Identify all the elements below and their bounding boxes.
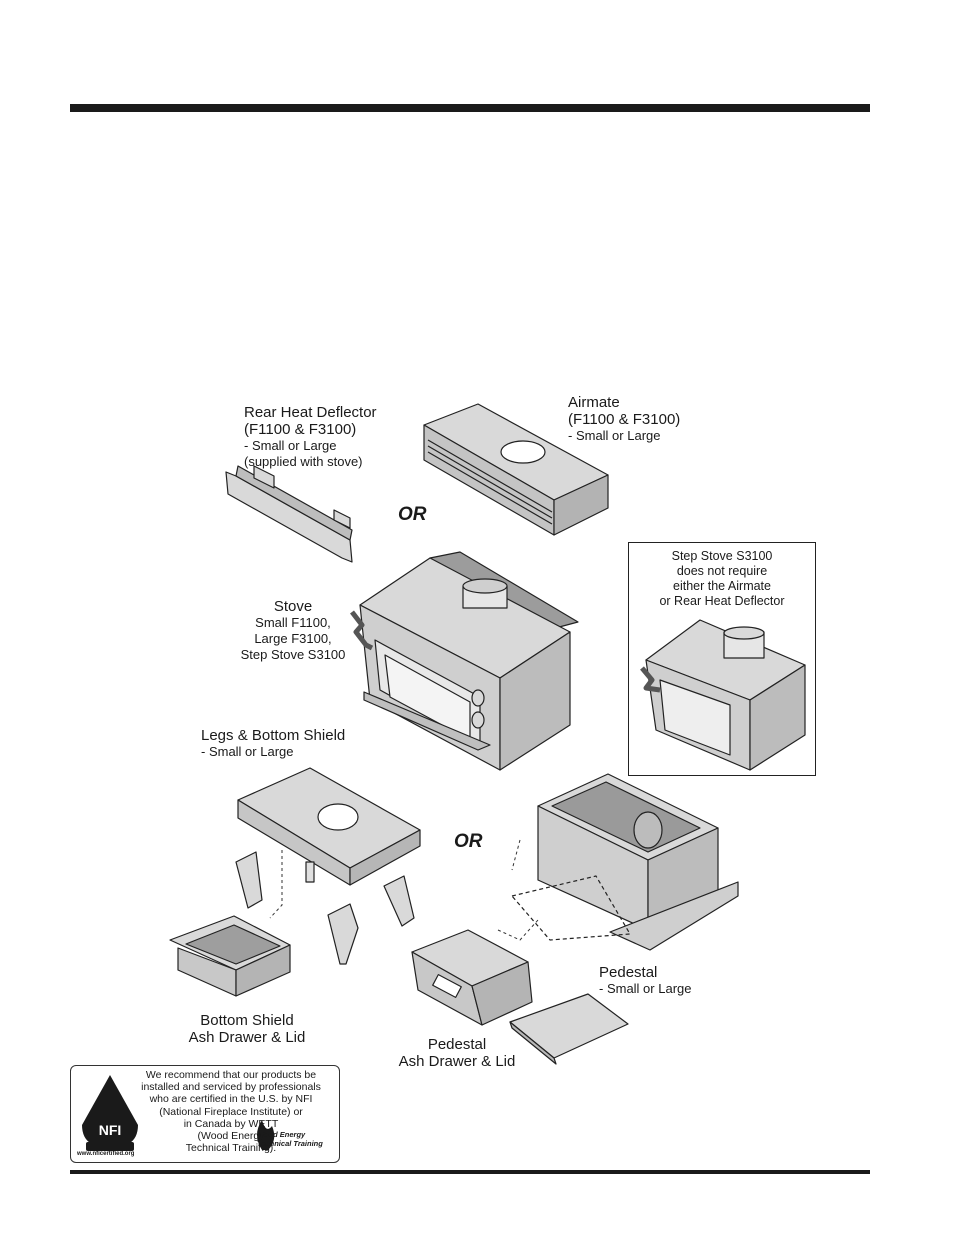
- pedestal-lid-part: [509, 993, 629, 1065]
- step-stove-note-line4: or Rear Heat Deflector: [659, 594, 785, 608]
- stove-model-step: Step Stove S3100: [240, 647, 346, 662]
- rear-heat-deflector-part: [225, 465, 353, 563]
- bottom-rule: [70, 1170, 870, 1174]
- svg-text:NFI: NFI: [99, 1122, 122, 1138]
- nfi-notice-text: We recommend that our products be instal…: [125, 1069, 337, 1154]
- nfi-seal-logo: NFI: [82, 1075, 138, 1151]
- bottom-shield-drawer-line2: Ash Drawer & Lid: [188, 1029, 306, 1046]
- airmate-part: [423, 403, 609, 536]
- nfi-notice-line5: in Canada by WETT: [183, 1117, 279, 1130]
- pedestal-drawer-part: [411, 929, 533, 1026]
- pedestal-drawer-line2: Ash Drawer & Lid: [398, 1053, 516, 1070]
- rear-heat-deflector-models: (F1100 & F3100): [244, 421, 357, 438]
- or-label-bottom: OR: [454, 831, 483, 852]
- nfi-notice-box: We recommend that our products be instal…: [70, 1065, 340, 1163]
- bottom-shield-drawer-line1: Bottom Shield: [200, 1012, 294, 1029]
- bottom-shield-part: [235, 767, 421, 965]
- pedestal-drawer-line1: Pedestal: [427, 1036, 487, 1053]
- rear-heat-deflector-title: Rear Heat Deflector: [244, 404, 377, 421]
- nfi-notice-line6: (Wood Energy: [197, 1130, 265, 1143]
- bottom-shield-drawer-part: [169, 915, 291, 997]
- stove-label: Stove Small F1100, Large F3100, Step Sto…: [236, 598, 350, 663]
- airmate-models: (F1100 & F3100): [568, 411, 681, 428]
- or-label-top: OR: [398, 504, 427, 525]
- pedestal-part: [511, 773, 739, 951]
- stove-part: [350, 551, 579, 771]
- step-stove-note-line2: does not require: [676, 564, 768, 578]
- nfi-notice-line1: We recommend that our products be: [145, 1069, 317, 1081]
- step-stove-note-text: Step Stove S3100 does not require either…: [629, 549, 815, 609]
- pedestal-label: Pedestal - Small or Large: [599, 964, 691, 997]
- stove-title: Stove: [273, 598, 313, 615]
- airmate-title: Airmate: [568, 394, 620, 411]
- legs-bottom-shield-label: Legs & Bottom Shield - Small or Large: [201, 727, 345, 760]
- nfi-notice-line7: Technical Training).: [185, 1142, 277, 1155]
- wett-logo-text: Wood Energy Technical Training: [257, 1130, 323, 1148]
- nfi-notice-line3: who are certified in the U.S. by NFI: [149, 1093, 313, 1106]
- step-stove-part: [640, 619, 806, 771]
- nfi-url: www.nficertified.org: [77, 1151, 135, 1157]
- airmate-sizes: - Small or Large: [568, 428, 661, 443]
- wett-flame-logo: [257, 1120, 275, 1150]
- top-rule: [70, 104, 870, 112]
- bottom-shield-drawer-label: Bottom Shield Ash Drawer & Lid: [182, 1012, 312, 1046]
- rear-heat-deflector-sizes: - Small or Large: [244, 438, 337, 453]
- stove-model-large: Large F3100,: [254, 631, 332, 646]
- rear-heat-deflector-label: Rear Heat Deflector (F1100 & F3100) - Sm…: [244, 404, 377, 470]
- nfi-notice-line4: (National Fireplace Institute) or: [159, 1105, 303, 1118]
- legs-bottom-shield-sizes: - Small or Large: [201, 744, 294, 759]
- stove-model-small: Small F1100,: [255, 615, 331, 630]
- rear-heat-deflector-note: (supplied with stove): [244, 454, 363, 469]
- nfi-notice-line2: installed and serviced by professionals: [141, 1081, 321, 1094]
- step-stove-note-box: Step Stove S3100 does not require either…: [628, 542, 816, 776]
- step-stove-note-line1: Step Stove S3100: [671, 549, 773, 563]
- legs-bottom-shield-title: Legs & Bottom Shield: [201, 727, 346, 744]
- airmate-label: Airmate (F1100 & F3100) - Small or Large: [568, 394, 680, 444]
- step-stove-note-line3: either the Airmate: [673, 579, 771, 593]
- pedestal-title: Pedestal: [599, 964, 658, 981]
- pedestal-drawer-label: Pedestal Ash Drawer & Lid: [392, 1036, 522, 1070]
- pedestal-sizes: - Small or Large: [599, 981, 692, 996]
